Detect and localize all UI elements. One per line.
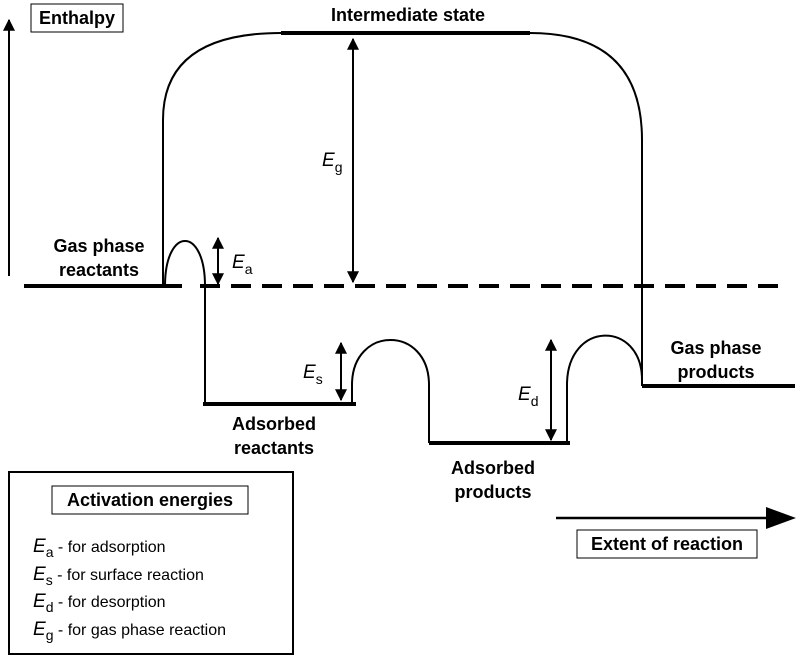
surface-reaction-barrier-curve [351, 339, 430, 443]
legend-item-ea: Ea - for adsorption [33, 536, 166, 560]
es-label: Es [303, 362, 323, 387]
ea-label: Ea [232, 252, 253, 277]
y-axis-label: Enthalpy [39, 8, 115, 28]
adsorbed-reactants-label-2: reactants [234, 438, 314, 458]
ed-label: Ed [518, 384, 538, 409]
gas-products-label-2: products [677, 362, 754, 382]
gas-reactants-label-2: reactants [59, 260, 139, 280]
legend-item-ed: Ed - for desorption [33, 591, 166, 615]
y-axis-label-box [30, 3, 124, 33]
adsorbed-products-label-2: products [454, 482, 531, 502]
intermediate-state-label: Intermediate state [331, 5, 485, 25]
gas-products-label-1: Gas phase [670, 338, 761, 358]
x-axis-arrowhead [766, 507, 796, 529]
eg-label: Eg [322, 150, 342, 175]
legend-title: Activation energies [67, 490, 233, 510]
legend-item-es: Es - for surface reaction [33, 564, 204, 588]
x-axis-label: Extent of reaction [591, 534, 743, 554]
adsorbed-reactants-label-1: Adsorbed [232, 414, 316, 434]
adsorption-barrier-curve [164, 240, 206, 404]
gas-reactants-label-1: Gas phase [53, 236, 144, 256]
legend-title-box [51, 485, 249, 515]
desorption-barrier-curve [566, 334, 643, 443]
x-axis-label-box [576, 529, 758, 559]
legend-item-eg: Eg - for gas phase reaction [33, 619, 226, 643]
gas-phase-pathway-curve [162, 32, 643, 386]
adsorbed-products-label-1: Adsorbed [451, 458, 535, 478]
